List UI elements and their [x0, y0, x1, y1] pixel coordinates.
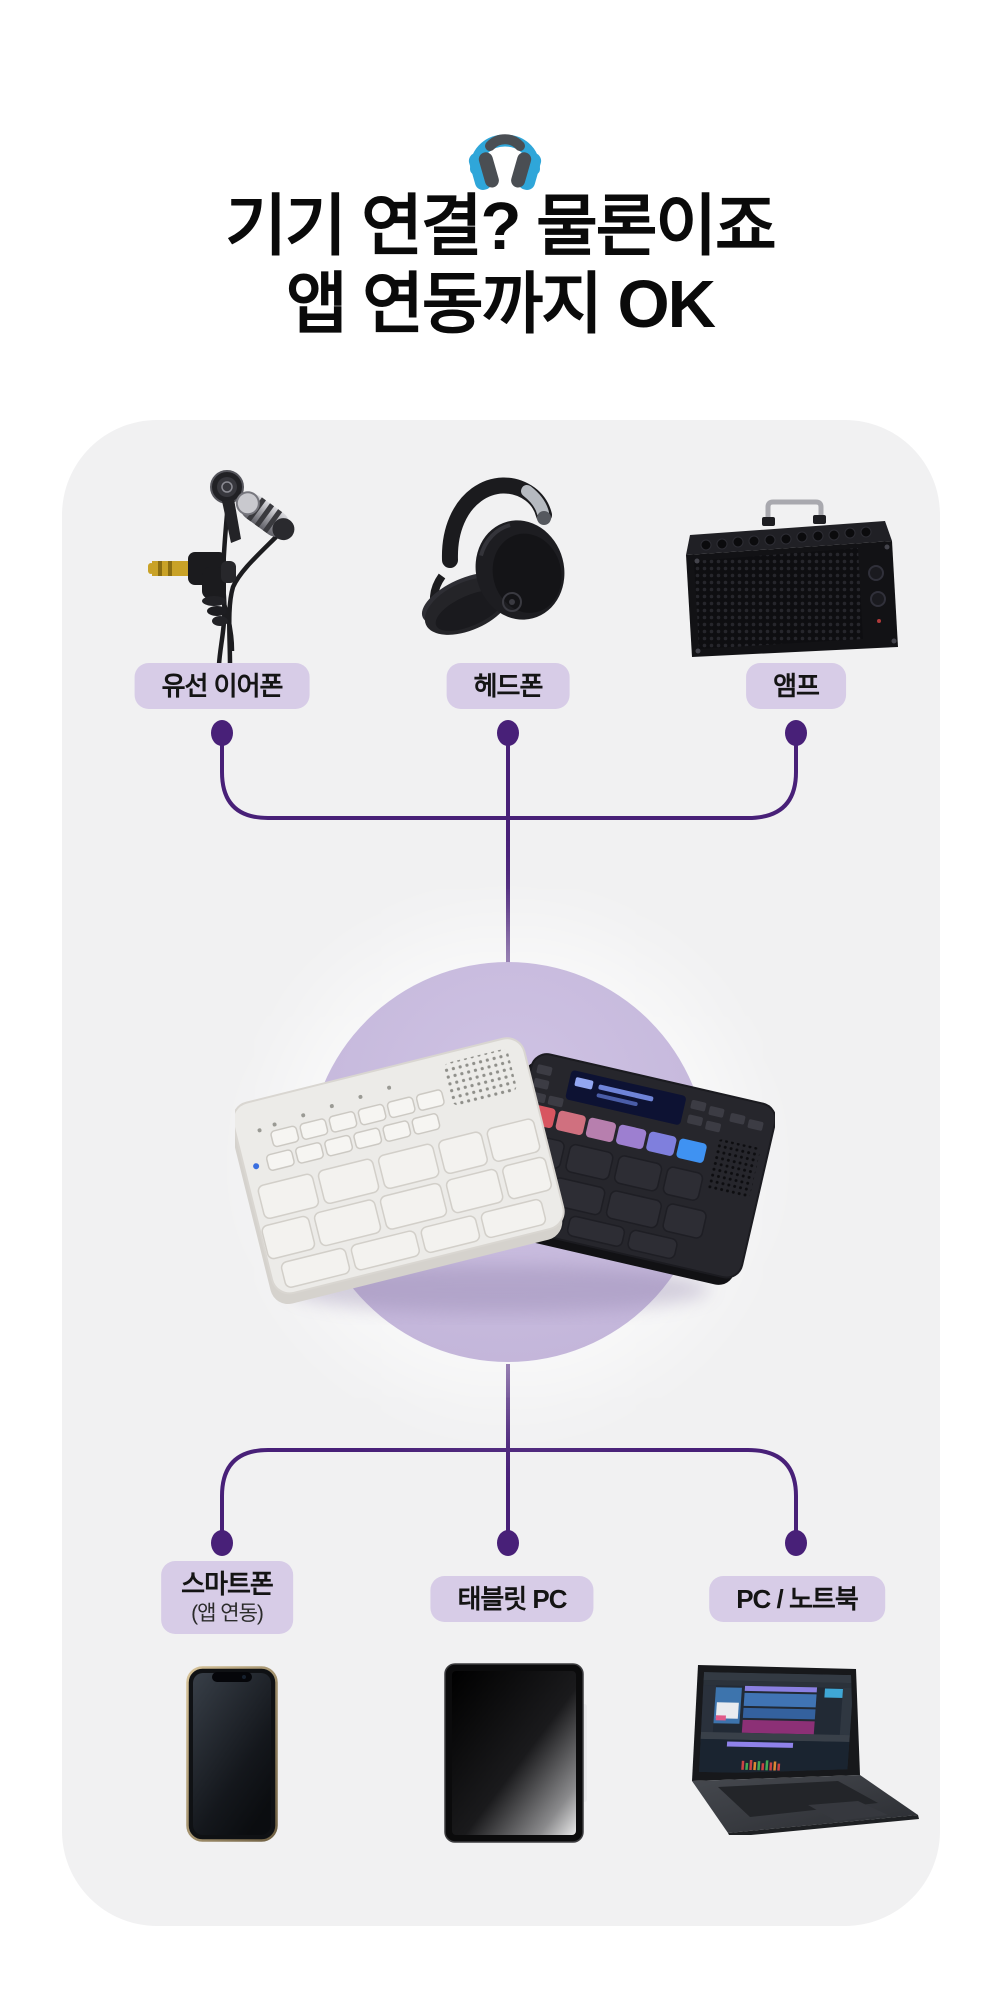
label-wired-earphones: 유선 이어폰	[134, 663, 310, 709]
amplifier-image	[686, 499, 898, 657]
label-smartphone-subtext: (앱 연동)	[191, 1601, 264, 1625]
page-title: 기기 연결? 물론이죠 앱 연동까지 OK	[0, 188, 1000, 345]
label-pc-laptop: PC / 노트북	[709, 1576, 885, 1622]
wired-earphones-image	[148, 470, 295, 665]
label-tablet-pc: 태블릿 PC	[430, 1576, 594, 1622]
white-finger-drum-pad	[235, 1037, 565, 1305]
finger-drum-pads-image	[235, 1037, 775, 1313]
tablet-pc-image	[444, 1663, 587, 1843]
title-line-1: 기기 연결? 물론이죠	[225, 189, 776, 264]
smartphone-image	[186, 1666, 278, 1842]
title-line-2: 앱 연동까지 OK	[286, 267, 716, 343]
label-smartphone-text: 스마트폰	[181, 1569, 274, 1599]
label-smartphone: 스마트폰 (앱 연동)	[161, 1561, 293, 1635]
headphones-image	[421, 477, 565, 635]
label-headphones: 헤드폰	[446, 663, 570, 709]
label-amplifier: 앰프	[746, 663, 846, 709]
headphones-icon	[468, 134, 542, 190]
pc-laptop-image	[692, 1665, 919, 1835]
